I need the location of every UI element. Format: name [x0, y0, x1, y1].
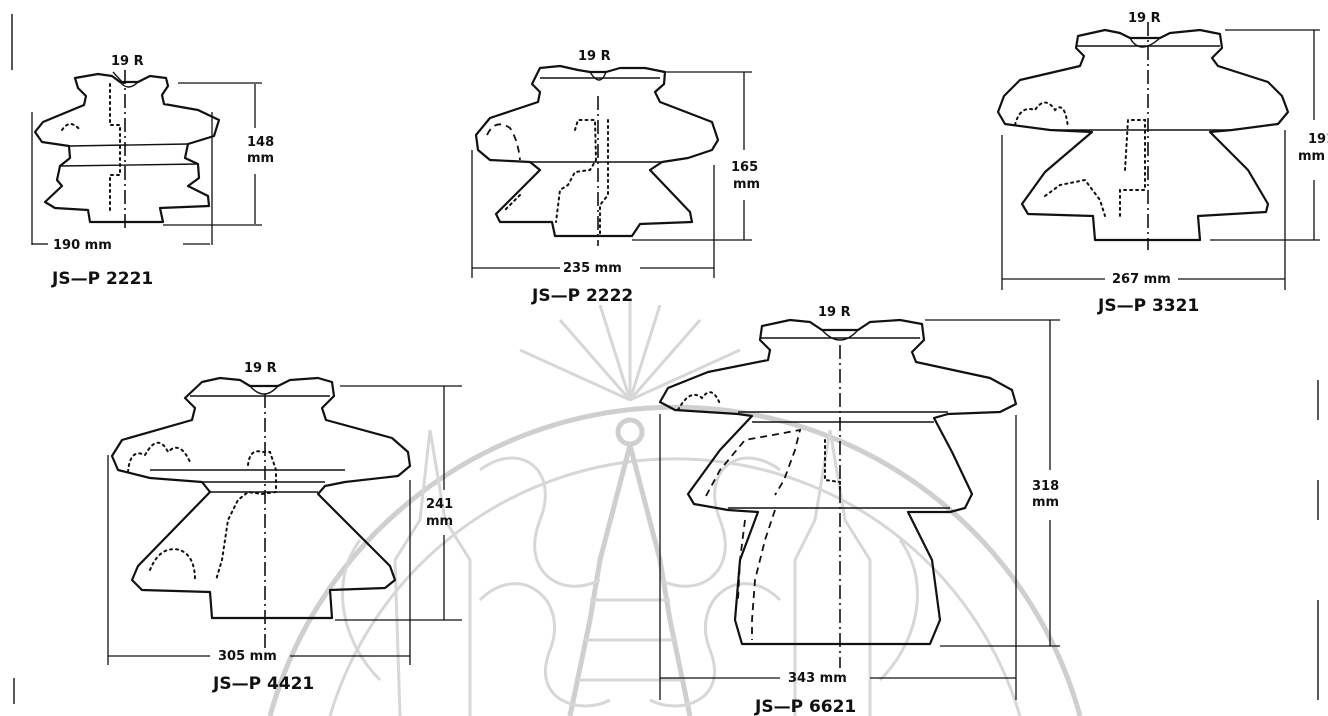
scan-edge-marks — [11, 14, 1319, 704]
insulator-js-p-2222: 19 R 165 mm 235 mm JS—P 2222 — [471, 49, 760, 306]
height-unit: mm — [733, 177, 760, 192]
width-label: 267 mm — [1112, 272, 1171, 287]
insulator-js-p-6621: 19 R 318 mm 343 mm JS—P 6621 — [658, 305, 1060, 716]
model-label: JS—P 2222 — [531, 286, 633, 306]
radius-label: 19 R — [578, 49, 611, 64]
height-value: 165 — [731, 160, 758, 175]
height-unit: mm — [1298, 149, 1325, 164]
university-seal-watermark — [267, 300, 1083, 716]
height-unit: mm — [247, 151, 274, 166]
model-label: JS—P 4421 — [212, 674, 314, 694]
model-label: JS—P 6621 — [754, 697, 856, 716]
model-label: JS—P 2221 — [51, 269, 153, 289]
width-label: 343 mm — [788, 671, 847, 686]
width-label: 235 mm — [563, 261, 622, 276]
radius-label: 19 R — [1128, 11, 1161, 26]
height-value: 191 — [1308, 132, 1328, 147]
height-value: 318 — [1032, 479, 1059, 494]
width-label: 190 mm — [53, 238, 112, 253]
height-value: 241 — [426, 497, 453, 512]
insulator-js-p-2221: 19 R 148 mm 190 mm JS—P 2221 — [31, 54, 274, 289]
width-label: 305 mm — [218, 649, 277, 664]
insulator-js-p-3321: 19 R 191 mm 267 mm JS—P 3321 — [996, 11, 1328, 316]
radius-label: 19 R — [244, 361, 277, 376]
model-label: JS—P 3321 — [1097, 296, 1199, 316]
radius-label: 19 R — [818, 305, 851, 320]
height-unit: mm — [426, 514, 453, 529]
height-unit: mm — [1032, 495, 1059, 510]
insulator-js-p-4421: 19 R 241 mm 305 mm JS—P 4421 — [107, 361, 462, 694]
height-value: 148 — [247, 135, 274, 150]
radius-label: 19 R — [111, 54, 144, 69]
